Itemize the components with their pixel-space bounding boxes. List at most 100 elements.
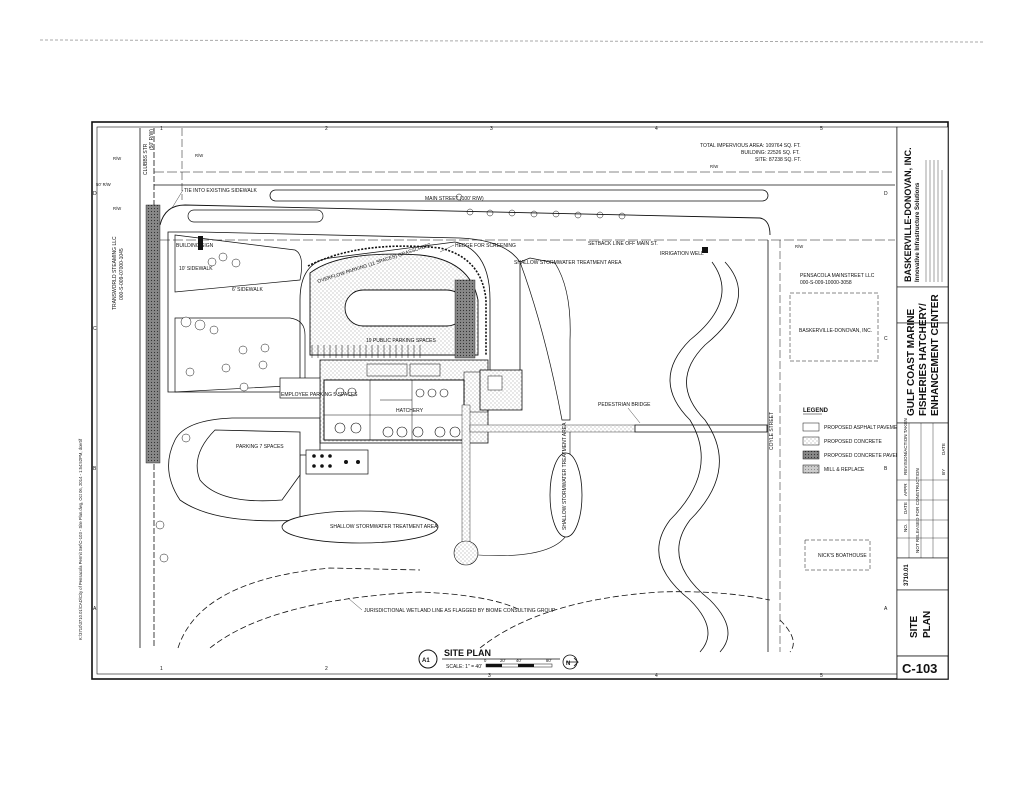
employee-parking bbox=[279, 377, 321, 399]
stormwater-middle-label: SHALLOW STORMWATER TREATMENT AREA bbox=[562, 422, 568, 530]
pavers-parking-east bbox=[454, 279, 476, 359]
legend: LEGEND PROPOSED ASPHALT PAVEMENT PROPOSED… bbox=[802, 408, 904, 474]
grid-row-a: A bbox=[93, 606, 97, 612]
legend-label: PROPOSED CONCRETE bbox=[824, 439, 882, 445]
rev-col-date-2: DATE bbox=[941, 443, 946, 455]
sheet-title-box bbox=[896, 589, 949, 657]
rw-label-main-2: R/W bbox=[710, 164, 718, 169]
walkway-bridge-approach bbox=[469, 424, 636, 433]
rw-label-main-3: R/W bbox=[795, 244, 803, 249]
north-arrow-pointer bbox=[566, 657, 579, 667]
setback-label: SETBACK LINE OFF MAIN ST. bbox=[588, 241, 658, 247]
pedestrian-bridge bbox=[634, 424, 768, 433]
hatchery-label: HATCHERY bbox=[396, 408, 424, 414]
employee-parking-label: EMPLOYEE PARKING 5 SPACES bbox=[281, 392, 358, 398]
west-parking-island bbox=[196, 429, 301, 502]
site-loop-walkway bbox=[167, 231, 521, 393]
clubbs-street-label: CLUBBS STR bbox=[143, 143, 149, 175]
sidewalk-10-label: 10' SIDEWALK bbox=[179, 266, 213, 272]
building-rooms bbox=[324, 363, 489, 440]
rev-col-by: BY bbox=[941, 469, 946, 475]
grid-row-c: C bbox=[93, 326, 97, 332]
public-parking-label: 19 PUBLIC PARKING SPACES bbox=[366, 338, 437, 344]
creek-channel-east bbox=[678, 261, 739, 653]
parking-island bbox=[344, 289, 466, 327]
scan-edge bbox=[39, 39, 986, 43]
wetland-line-d bbox=[779, 619, 794, 653]
legend-title: LEGEND bbox=[803, 408, 829, 414]
scale-bar-fill-2 bbox=[518, 664, 534, 667]
stormwater-top-label: SHALLOW STORMWATER TREATMENT AREA bbox=[514, 260, 622, 266]
wetland-line-a bbox=[177, 567, 421, 649]
grid-col-5-bottom: 5 bbox=[820, 673, 823, 679]
rw-label-main-1: R/W bbox=[195, 153, 203, 158]
building-tanks bbox=[334, 387, 461, 438]
rw-label-left-3: R/W bbox=[113, 206, 121, 211]
file-path-text: K:\3710\3710.01\CAD\City of Pensacola Pe… bbox=[78, 438, 83, 640]
project-line-1: GULF COAST MARINE bbox=[906, 308, 917, 416]
plan-title-block: A1 SITE PLAN SCALE: 1" = 40' 0 20' 40' 8… bbox=[418, 648, 579, 670]
tie-in-label: TIE INTO EXISTING SIDEWALK bbox=[184, 188, 257, 194]
main-street-median bbox=[269, 189, 769, 202]
grid-row-d: D bbox=[93, 191, 97, 197]
company-fineprint bbox=[925, 160, 943, 282]
hedge-label: HEDGE FOR SCREENING bbox=[455, 243, 516, 249]
clubbs-street-row: (50' R/W) bbox=[149, 129, 155, 150]
project-line-3: ENHANCEMENT CENTER bbox=[930, 294, 941, 416]
building-sign-mark bbox=[198, 236, 203, 250]
wetland-line-b bbox=[209, 591, 521, 649]
wetland-label: JURISDICTIONAL WETLAND LINE AS FLAGGED B… bbox=[364, 608, 556, 614]
building-footprint bbox=[323, 379, 465, 441]
revision-row: NOT RELEASED FOR CONSTRUCTION bbox=[915, 468, 920, 553]
stormwater-middle bbox=[549, 452, 583, 538]
legend-swatch bbox=[802, 450, 820, 460]
legend-label: PROPOSED ASPHALT PAVEMENT bbox=[824, 425, 904, 431]
stormwater-top bbox=[519, 257, 571, 421]
company-box bbox=[896, 126, 949, 288]
transworld-parcel: 000-S-009-07000-1045 bbox=[119, 248, 125, 300]
baskerville-parcel-box bbox=[789, 292, 879, 362]
grid-row-c-right: C bbox=[884, 336, 888, 342]
grid-row-d-right: D bbox=[884, 191, 888, 197]
project-name-box bbox=[896, 322, 949, 424]
scale-tick-2: 40' bbox=[516, 658, 522, 663]
building-sign-label: BUILDING SIGN bbox=[176, 243, 214, 249]
grid-col-3-bottom: 3 bbox=[488, 673, 491, 679]
legend-label: MILL & REPLACE bbox=[824, 467, 865, 473]
nicks-boathouse-box bbox=[804, 539, 871, 571]
plan-title-scale: SCALE: 1" = 40' bbox=[446, 664, 482, 670]
transworld-owner: TRANSWORLD STEAMING LLC bbox=[112, 236, 118, 310]
main-street-label: MAIN STREET (100' R/W) bbox=[425, 196, 484, 202]
company-name: BASKERVILLE-DONOVAN, INC. bbox=[903, 147, 913, 282]
west-parking-loop bbox=[168, 417, 321, 522]
plan-title-badge bbox=[418, 649, 438, 669]
main-street-island-left bbox=[187, 209, 324, 223]
grid-col-1: 1 bbox=[160, 126, 163, 132]
walkway-circle bbox=[453, 540, 479, 566]
seal-box bbox=[896, 286, 949, 324]
west-lawn-area bbox=[174, 234, 302, 293]
wetland-leader bbox=[347, 597, 363, 611]
main-street-curb-south bbox=[159, 204, 771, 236]
pensacola-owner: PENSACOLA MAINSTREET LLC bbox=[800, 273, 875, 279]
grid-row-b-right: B bbox=[884, 466, 888, 472]
rw-label-left-2: R/W bbox=[113, 156, 121, 161]
parking-stripes bbox=[311, 345, 421, 358]
project-number: 3710.01 bbox=[904, 564, 910, 586]
equipment-pad-units bbox=[312, 454, 360, 468]
plan-title-badge-text: A1 bbox=[422, 658, 430, 664]
legend-label: PROPOSED CONCRETE PAVERS bbox=[824, 453, 903, 459]
trees bbox=[155, 252, 270, 563]
coyle-street-label: COYLE STREET bbox=[769, 412, 775, 450]
sheet-title-1: SITE bbox=[909, 615, 920, 638]
rev-col-date: DATE bbox=[903, 502, 908, 514]
grid-col-2-bottom: 2 bbox=[325, 666, 328, 672]
stormwater-bottom bbox=[281, 510, 439, 544]
grid-col-4-bottom: 4 bbox=[655, 673, 658, 679]
legend-swatch bbox=[802, 464, 820, 474]
walkway-south bbox=[461, 404, 471, 546]
parking-7-label: PARKING 7 SPACES bbox=[236, 444, 284, 450]
revision-box bbox=[896, 422, 949, 559]
